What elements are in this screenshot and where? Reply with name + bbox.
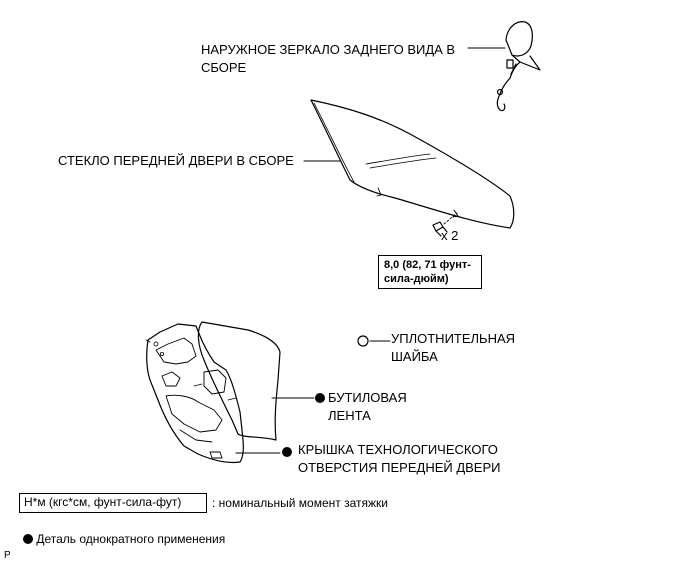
torque-line2: сила-дюйм) bbox=[384, 273, 449, 285]
single-use-dot-butyl bbox=[315, 393, 325, 403]
door-glass-drawing bbox=[310, 99, 515, 229]
corner-mark: P bbox=[4, 550, 11, 561]
mirror-drawing bbox=[496, 21, 541, 112]
torque-line1: 8,0 (82, 71 фунт- bbox=[384, 259, 471, 271]
butyl-tape-drawing bbox=[197, 321, 281, 441]
butyl-label-line1: БУТИЛОВАЯ bbox=[328, 390, 407, 405]
bolt-quantity: x 2 bbox=[441, 227, 458, 245]
mirror-label: НАРУЖНОЕ ЗЕРКАЛО ЗАДНЕГО ВИДА В СБОРЕ bbox=[201, 41, 455, 77]
cover-label-line1: КРЫШКА ТЕХНОЛОГИЧЕСКОГО bbox=[298, 442, 498, 457]
washer-label: УПЛОТНИТЕЛЬНАЯ ШАЙБА bbox=[391, 330, 515, 366]
torque-spec-box: 8,0 (82, 71 фунт- сила-дюйм) bbox=[378, 255, 482, 289]
washer-drawing bbox=[357, 335, 369, 347]
mirror-label-line2: СБОРЕ bbox=[201, 60, 247, 75]
single-use-legend-text: Деталь однократного применения bbox=[36, 532, 226, 546]
butyl-label-line2: ЛЕНТА bbox=[328, 408, 371, 423]
glass-label-text: СТЕКЛО ПЕРЕДНЕЙ ДВЕРИ В СБОРЕ bbox=[58, 153, 294, 168]
mirror-label-line1: НАРУЖНОЕ ЗЕРКАЛО ЗАДНЕГО ВИДА В bbox=[201, 42, 456, 57]
leader-lines bbox=[235, 47, 506, 454]
single-use-dot-icon bbox=[23, 534, 33, 544]
washer-label-line2: ШАЙБА bbox=[391, 349, 438, 364]
torque-unit-box: Н*м (кгс*см, фунт-сила-фут) bbox=[19, 493, 207, 513]
single-use-dot-cover bbox=[282, 447, 292, 457]
bolt-drawing bbox=[432, 221, 448, 237]
butyl-label: БУТИЛОВАЯ ЛЕНТА bbox=[328, 389, 407, 425]
bolt-quantity-text: x 2 bbox=[441, 228, 459, 243]
glass-label: СТЕКЛО ПЕРЕДНЕЙ ДВЕРИ В СБОРЕ bbox=[58, 152, 294, 170]
cover-label-line2: ОТВЕРСТИЯ ПЕРЕДНЕЙ ДВЕРИ bbox=[298, 460, 501, 475]
cover-label: КРЫШКА ТЕХНОЛОГИЧЕСКОГО ОТВЕРСТИЯ ПЕРЕДН… bbox=[298, 441, 501, 477]
washer-label-line1: УПЛОТНИТЕЛЬНАЯ bbox=[391, 331, 516, 346]
torque-unit-description: : номинальный момент затяжки bbox=[212, 496, 388, 510]
service-hole-cover-drawing bbox=[145, 323, 244, 464]
single-use-legend: Деталь однократного применения bbox=[23, 531, 225, 547]
